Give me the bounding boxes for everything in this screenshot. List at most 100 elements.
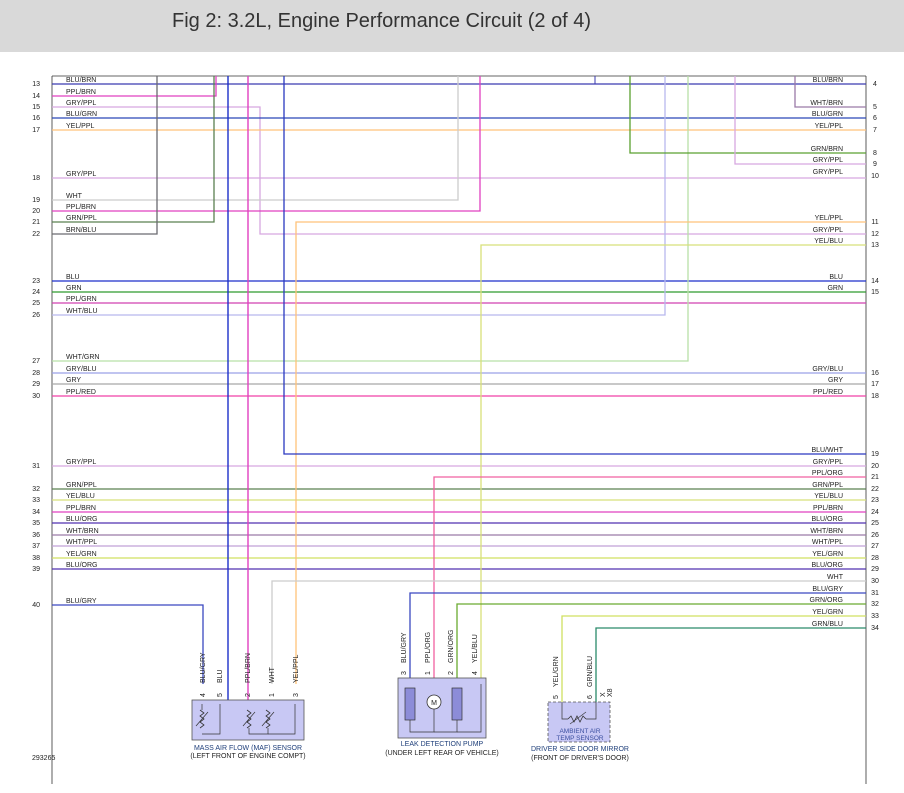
left-wire-label-17: YEL/PPL xyxy=(66,123,95,130)
left-pin-26: 26 xyxy=(32,312,40,319)
left-pin-21: 21 xyxy=(32,219,40,226)
driver-side-door-mirror: AMBIENT AIR TEMP SENSOR DRIVER SIDE DOOR… xyxy=(531,688,629,762)
ldp-pin-1: 1 xyxy=(425,671,432,675)
maf-pin-2: 2 xyxy=(245,693,252,697)
left-pin-28: 28 xyxy=(32,370,40,377)
right-wire-label-10: GRY/PPL xyxy=(813,169,843,176)
mirror-location: (FRONT OF DRIVER'S DOOR) xyxy=(531,755,629,762)
wire-left-40 xyxy=(52,604,204,684)
right-pin-22: 22 xyxy=(871,486,879,493)
right-pin-30: 30 xyxy=(871,578,879,585)
left-pin-37: 37 xyxy=(32,543,40,550)
maf-pin-4: 4 xyxy=(200,693,207,697)
maf-pin-1: 1 xyxy=(269,693,276,697)
maf-pin-label-2: PPL/BRN xyxy=(245,653,252,683)
left-wire-label-27: WHT/GRN xyxy=(66,354,99,361)
right-pin-5: 5 xyxy=(873,104,877,111)
right-pin-10: 10 xyxy=(871,173,879,180)
ldp-pin-3: 3 xyxy=(401,671,408,675)
maf-internal-wire-3 xyxy=(248,728,269,735)
left-wire-label-37: WHT/PPL xyxy=(66,539,97,546)
left-wire-label-19: WHT xyxy=(66,193,83,200)
left-pin-35: 35 xyxy=(32,520,40,527)
right-pin-7: 7 xyxy=(873,127,877,134)
right-wire-label-4: BLU/BRN xyxy=(813,77,843,84)
right-pin-18: 18 xyxy=(871,393,879,400)
ldp-internal-wire xyxy=(409,709,435,733)
right-pin-14: 14 xyxy=(871,278,879,285)
left-pin-17: 17 xyxy=(32,127,40,134)
right-wire-label-29: BLU/ORG xyxy=(811,562,843,569)
right-pin-24: 24 xyxy=(871,509,879,516)
left-wire-label-33: YEL/BLU xyxy=(66,493,95,500)
right-wire-label-7: YEL/PPL xyxy=(815,123,844,130)
maf-internal-wire-4 xyxy=(268,704,296,735)
right-wire-label-15: GRN xyxy=(827,285,843,292)
right-wire-label-24: PPL/BRN xyxy=(813,505,843,512)
right-pin-31: 31 xyxy=(871,590,879,597)
right-wire-label-28: YEL/GRN xyxy=(812,551,843,558)
leak-detection-pump: M LEAK DETECTION PUMP (UNDER LEFT REAR O… xyxy=(385,677,499,757)
right-pin-13: 13 xyxy=(871,242,879,249)
right-wire-label-30: WHT xyxy=(827,574,844,581)
wire-left-19 xyxy=(52,76,459,201)
ldp-name: LEAK DETECTION PUMP xyxy=(401,741,484,748)
right-pin-27: 27 xyxy=(871,543,879,550)
left-wire-label-21: GRN/PPL xyxy=(66,215,97,222)
right-wire-label-34: GRN/BLU xyxy=(812,621,843,628)
ldp-location: (UNDER LEFT REAR OF VEHICLE) xyxy=(385,750,498,757)
left-wire-label-13: BLU/BRN xyxy=(66,77,96,84)
maf-internal-wire xyxy=(202,704,221,735)
left-wire-label-40: BLU/GRY xyxy=(66,598,97,605)
left-wire-label-16: BLU/GRN xyxy=(66,111,97,118)
left-wire-label-15: GRY/PPL xyxy=(66,100,96,107)
ambient-air-label: AMBIENT AIR xyxy=(559,728,600,735)
maf-resistor-1 xyxy=(199,709,205,729)
ldp-pin-label-2: GRN/ORG xyxy=(448,630,455,663)
ldp-pin-4: 4 xyxy=(472,671,479,675)
maf-sensor-location: (LEFT FRONT OF ENGINE COMPT) xyxy=(190,753,305,760)
left-wire-label-38: YEL/GRN xyxy=(66,551,97,558)
left-wire-label-32: GRN/PPL xyxy=(66,482,97,489)
wire-left-26 xyxy=(52,76,666,316)
wire-left-20 xyxy=(52,76,481,212)
right-wire-label-16: GRY/BLU xyxy=(812,366,843,373)
maf-pin-3: 3 xyxy=(293,693,300,697)
maf-resistor-3-arrow xyxy=(261,711,275,727)
right-pin-23: 23 xyxy=(871,497,879,504)
ldp-internal-wire-3 xyxy=(457,684,482,733)
figure-id: 293265 xyxy=(32,755,55,762)
wire-right-32 xyxy=(456,603,866,684)
title-bar: Fig 2: 3.2L, Engine Performance Circuit … xyxy=(0,0,904,52)
left-pin-25: 25 xyxy=(32,300,40,307)
right-wire-label-6: BLU/GRN xyxy=(812,111,843,118)
left-wire-label-31: GRY/PPL xyxy=(66,459,96,466)
left-pin-18: 18 xyxy=(32,175,40,182)
ldp-pin-2: 2 xyxy=(448,671,455,675)
left-pin-34: 34 xyxy=(32,509,40,516)
right-pin-25: 25 xyxy=(871,520,879,527)
right-pin-9: 9 xyxy=(873,161,877,168)
left-wire-label-36: WHT/BRN xyxy=(66,528,99,535)
right-wire-label-11: YEL/PPL xyxy=(815,215,844,222)
left-pin-32: 32 xyxy=(32,486,40,493)
left-pin-22: 22 xyxy=(32,231,40,238)
maf-pin-5: 5 xyxy=(217,693,224,697)
maf-resistor-2-arrow xyxy=(242,711,256,727)
right-pin-4: 4 xyxy=(873,81,877,88)
left-pin-24: 24 xyxy=(32,289,40,296)
left-wire-label-24: GRN xyxy=(66,285,82,292)
left-wire-label-29: GRY xyxy=(66,377,81,384)
left-wire-label-22: BRN/BLU xyxy=(66,227,96,234)
left-wire-label-20: PPL/BRN xyxy=(66,204,96,211)
mirror-box[interactable] xyxy=(547,701,611,743)
left-pin-38: 38 xyxy=(32,555,40,562)
right-wire-label-20: GRY/PPL xyxy=(813,459,843,466)
left-pin-30: 30 xyxy=(32,393,40,400)
right-pin-21: 21 xyxy=(871,474,879,481)
wire-left-15 xyxy=(52,106,866,235)
left-pin-40: 40 xyxy=(32,602,40,609)
right-wire-label-5: WHT/BRN xyxy=(810,100,843,107)
right-pin-16: 16 xyxy=(871,370,879,377)
